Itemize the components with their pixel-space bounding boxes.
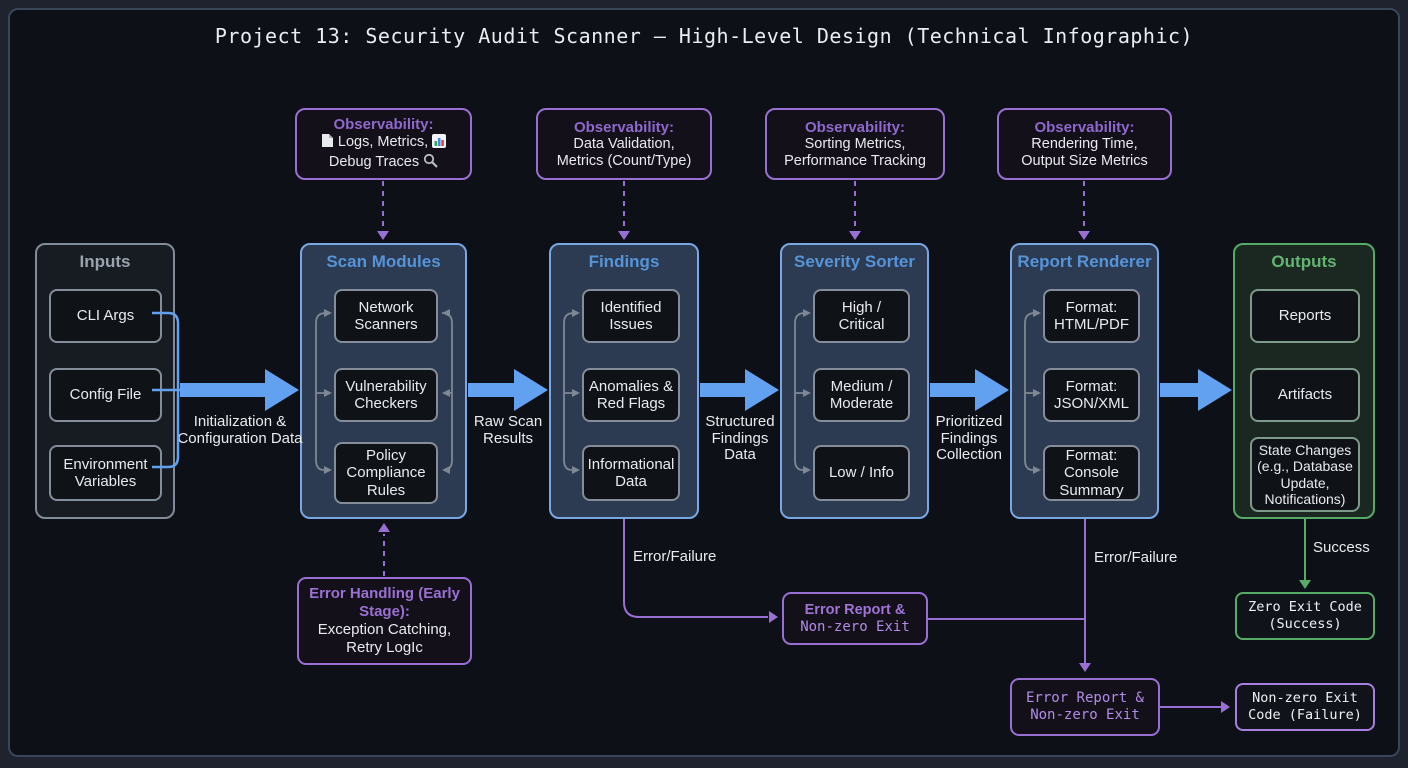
node-artifacts: Artifacts [1250, 368, 1360, 422]
observability-line: Debug Traces [329, 153, 438, 173]
flow-label-raw-scan-results: Raw Scan Results [473, 413, 543, 447]
edge-label-error-failure-renderer: Error/Failure [1094, 549, 1178, 566]
stage-title: Scan Modules [326, 252, 441, 271]
node-identified-issues: Identified Issues [582, 289, 680, 343]
stage-title: Report Renderer [1017, 252, 1152, 271]
observability-box-scan-modules: Observability: Logs, Metrics, Debug Trac… [295, 108, 472, 180]
node-low-info: Low / Info [813, 445, 910, 501]
page-title: Project 13: Security Audit Scanner — Hig… [214, 24, 1194, 48]
stage-title: Severity Sorter [794, 252, 915, 271]
stage-report-renderer: Report Renderer Format: HTML/PDF Format:… [1010, 243, 1159, 519]
node-informational-data: Informational Data [582, 445, 680, 501]
error-handling-heading: Error Handling (Early Stage): [309, 585, 460, 620]
error-handling-box: Error Handling (Early Stage): Exception … [297, 577, 472, 665]
observability-line: Logs, Metrics, [321, 133, 447, 153]
stage-outputs: Outputs Reports Artifacts State Changes … [1233, 243, 1375, 519]
node-vulnerability-checkers: Vulnerability Checkers [334, 368, 438, 422]
node-environment-variables: Environment Variables [49, 445, 162, 501]
node-anomalies-red-flags: Anomalies & Red Flags [582, 368, 680, 422]
node-high-critical: High / Critical [813, 289, 910, 343]
nonzero-exit-code-box: Non-zero Exit Code (Failure) [1235, 683, 1375, 731]
node-format-json-xml: Format: JSON/XML [1043, 368, 1140, 422]
observability-box-findings: Observability: Data Validation, Metrics … [536, 108, 712, 180]
stage-title: Findings [588, 252, 660, 271]
zero-exit-code-box: Zero Exit Code (Success) [1235, 592, 1375, 640]
stage-title: Inputs [79, 252, 131, 271]
node-network-scanners: Network Scanners [334, 289, 438, 343]
stage-inputs: Inputs CLI Args Config File Environment … [35, 243, 175, 519]
node-cli-args: CLI Args [49, 289, 162, 343]
flow-label-structured-findings: Structured Findings Data [705, 413, 775, 463]
observability-heading: Observability: [333, 115, 434, 133]
node-policy-compliance-rules: Policy Compliance Rules [334, 442, 438, 504]
observability-box-report-renderer: Observability: Rendering Time, Output Si… [997, 108, 1172, 180]
stage-severity-sorter: Severity Sorter High / Critical Medium /… [780, 243, 929, 519]
stage-title: Outputs [1271, 252, 1337, 271]
bar-chart-icon [432, 133, 447, 153]
magnifying-glass-icon [423, 153, 438, 173]
document-icon [321, 133, 334, 153]
error-handling-body: Exception Catching, Retry LogIc [317, 621, 452, 656]
edge-label-error-failure-findings: Error/Failure [633, 548, 717, 565]
edge-label-success: Success [1313, 539, 1370, 556]
error-report-box-mid: Error Report & Non-zero Exit [782, 592, 928, 645]
node-state-changes: State Changes (e.g., Database Update, No… [1250, 437, 1360, 512]
error-report-box-right: Error Report & Non-zero Exit [1010, 678, 1160, 736]
observability-box-severity-sorter: Observability: Sorting Metrics, Performa… [765, 108, 945, 180]
flow-label-prioritized-findings: Prioritized Findings Collection [935, 413, 1003, 463]
stage-findings: Findings Identified Issues Anomalies & R… [549, 243, 699, 519]
node-medium-moderate: Medium / Moderate [813, 368, 910, 422]
flow-label-init-config-data: Initialization & Configuration Data [177, 413, 303, 447]
node-reports: Reports [1250, 289, 1360, 343]
stage-scan-modules: Scan Modules Network Scanners Vulnerabil… [300, 243, 467, 519]
node-config-file: Config File [49, 368, 162, 422]
node-format-console-summary: Format: Console Summary [1043, 445, 1140, 501]
node-format-html-pdf: Format: HTML/PDF [1043, 289, 1140, 343]
